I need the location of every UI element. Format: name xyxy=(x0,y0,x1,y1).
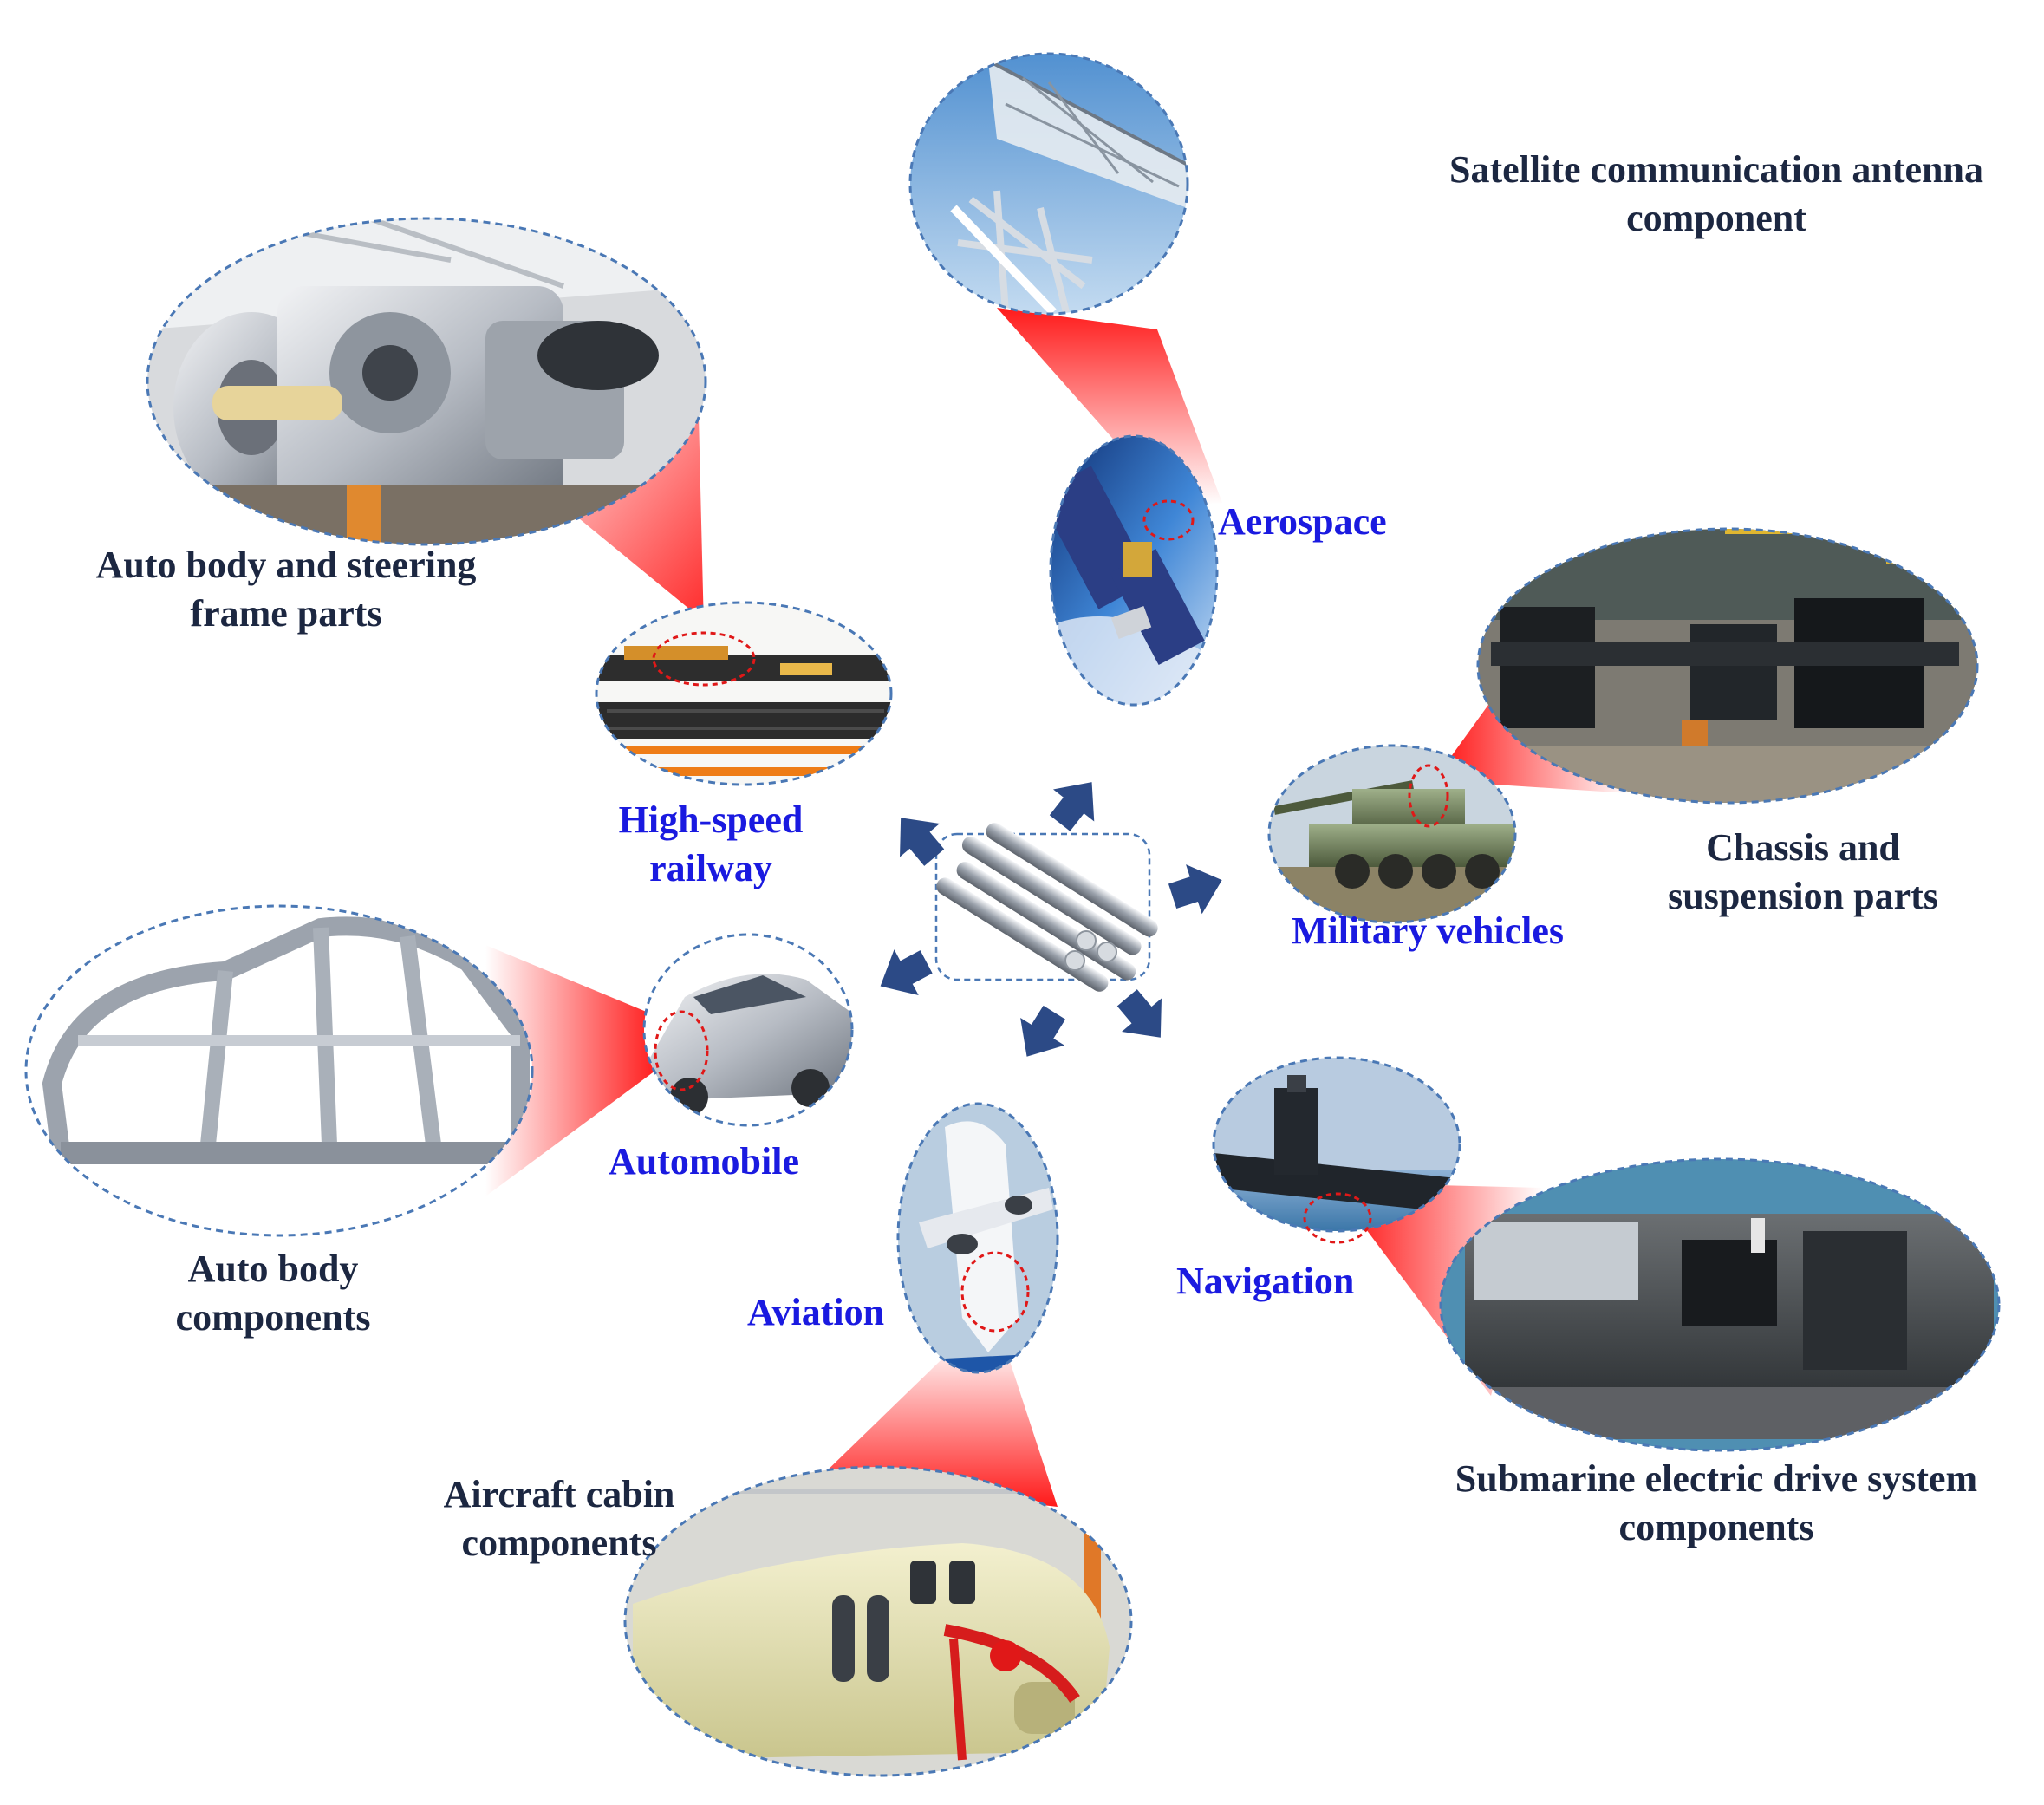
navigation-image xyxy=(1212,1056,1461,1244)
automobile-image xyxy=(642,933,854,1127)
aerospace-image xyxy=(1049,434,1219,707)
label-auto-body-line2: components xyxy=(175,1296,371,1339)
label-military-text: Military vehicles xyxy=(1292,909,1565,952)
satellite-antenna-image xyxy=(908,52,1189,316)
label-drive-line1: Submarine electric drive system xyxy=(1455,1457,1978,1500)
label-cabin-line2: components xyxy=(461,1522,657,1564)
arrow-to-military xyxy=(1168,864,1222,915)
arrow-to-railway xyxy=(900,818,945,866)
label-drive-line2: components xyxy=(1618,1506,1814,1548)
high-speed-railway-image xyxy=(595,601,893,786)
aviation-image xyxy=(896,1102,1059,1374)
label-auto-body-components: Auto body components xyxy=(147,1245,399,1342)
label-automobile-text: Automobile xyxy=(609,1140,799,1183)
label-navigation-text: Navigation xyxy=(1176,1260,1355,1302)
arrow-to-aviation xyxy=(1020,1005,1066,1057)
electric-drive-image xyxy=(1439,1157,2001,1452)
highlight-circle-automobile xyxy=(654,1010,709,1091)
highlight-circle-aviation xyxy=(960,1251,1030,1333)
callout-beam-automobile xyxy=(485,945,659,1196)
highlight-circle-navigation xyxy=(1303,1192,1372,1244)
arrow-to-navigation xyxy=(1116,989,1162,1038)
label-chassis-line1: Chassis and xyxy=(1706,826,1900,869)
label-auto-body-steering-frame-parts: Auto body and steering frame parts xyxy=(69,541,503,638)
label-submarine-electric-drive-components: Submarine electric drive system componen… xyxy=(1413,1455,2020,1552)
label-navigation: Navigation xyxy=(1176,1257,1354,1306)
label-steering-line2: frame parts xyxy=(190,592,382,635)
arrow-to-automobile xyxy=(880,949,933,996)
highlight-circle-railway xyxy=(652,631,756,687)
arrow-to-aerospace xyxy=(1049,782,1095,831)
label-aircraft-cabin-components: Aircraft cabin components xyxy=(425,1470,693,1567)
label-railway-line2: railway xyxy=(649,847,772,889)
label-aerospace-text: Aerospace xyxy=(1218,500,1387,543)
label-railway-line1: High-speed xyxy=(618,798,804,841)
highlight-circle-aerospace xyxy=(1142,499,1195,541)
label-military-vehicles: Military vehicles xyxy=(1292,907,1564,955)
auto-body-image xyxy=(24,904,534,1237)
label-automobile: Automobile xyxy=(609,1137,799,1186)
label-satellite-line2: component xyxy=(1626,197,1806,239)
label-high-speed-railway: High-speed railway xyxy=(589,796,832,893)
callout-beam-aviation xyxy=(818,1339,1058,1507)
label-cabin-line1: Aircraft cabin xyxy=(443,1473,675,1515)
highlight-circle-military xyxy=(1408,764,1449,828)
label-chassis-line2: suspension parts xyxy=(1668,875,1938,917)
label-aerospace: Aerospace xyxy=(1218,498,1387,546)
label-chassis-suspension-parts: Chassis and suspension parts xyxy=(1647,824,1959,921)
aluminum-rods-image xyxy=(934,823,1158,992)
label-satellite-antenna-component: Satellite communication antenna componen… xyxy=(1413,146,2020,243)
label-steering-line1: Auto body and steering xyxy=(95,544,477,586)
label-satellite-line1: Satellite communication antenna xyxy=(1449,148,1983,191)
label-auto-body-line1: Auto body xyxy=(187,1248,359,1290)
label-aviation-text: Aviation xyxy=(747,1291,885,1333)
label-aviation: Aviation xyxy=(747,1288,884,1337)
aircraft-cabin-image xyxy=(623,1465,1133,1777)
steering-frame-image xyxy=(146,217,707,546)
